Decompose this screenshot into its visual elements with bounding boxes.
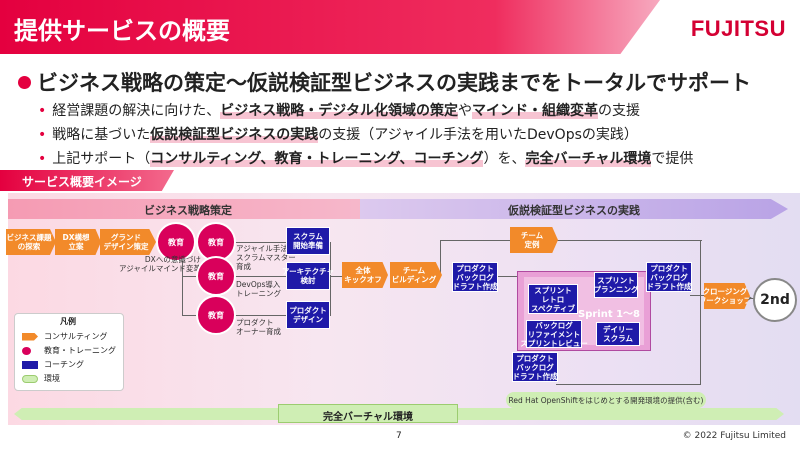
bullet-marker: • <box>38 151 47 167</box>
sprint-label: Sprint 1～8 <box>578 309 641 320</box>
education-swatch <box>22 346 31 355</box>
bullet-text: 経営課題の解決に向けた、 <box>52 103 221 119</box>
bullet-highlight: 完全バーチャル環境 <box>525 151 652 167</box>
education-circle: 教育 <box>196 256 236 296</box>
step-closing: クロージング ワークショップ <box>704 283 750 309</box>
connector <box>330 276 344 277</box>
bullet-text: や <box>458 103 472 119</box>
bullet-text: の支援（アジャイル手法を用いたDevOpsの実践） <box>318 127 638 143</box>
section-label: サービス概要イメージ <box>0 170 174 191</box>
step-scrum-prep: スクラム 開始準備 <box>286 227 330 255</box>
connector <box>182 276 196 277</box>
phase-practice: 仮説検証型ビジネスの実践 <box>360 199 788 219</box>
environment-note: Red Hat OpenShiftをはじめとする開発環境の提供(含む) <box>506 392 706 408</box>
phase-strategy: ビジネス戦略策定 <box>8 199 368 219</box>
bullet-text: ）を、 <box>483 151 526 167</box>
bullet-text: 戦略に基づいた <box>52 127 151 143</box>
bullet-marker: • <box>38 127 47 143</box>
legend-item: 環境 <box>22 373 60 384</box>
connector <box>700 240 701 385</box>
connector <box>440 240 510 241</box>
step-backlog-refinement: バックログ リファイメント スプリントレビュー <box>520 320 588 348</box>
legend-label: 教育・トレーニング <box>44 346 116 355</box>
education-note: DXへの意識づけ アジャイルマインド変革 <box>119 255 201 273</box>
connector <box>234 276 286 277</box>
headline: ビジネス戦略の策定～仮説検証型ビジネスの実践までをトータルでサポート <box>18 67 751 97</box>
bullet-2: • 戦略に基づいた仮説検証型ビジネスの実践の支援（アジャイル手法を用いたDevOp… <box>38 124 638 144</box>
second-phase-circle: 2nd <box>753 278 797 322</box>
coaching-swatch <box>22 360 38 369</box>
bullet-marker: • <box>38 103 47 119</box>
legend-title: 凡例 <box>60 317 76 326</box>
step-business-issue: ビジネス課題 の探索 <box>6 229 56 255</box>
bullet-highlight: ビジネス戦略・デジタル化領域の策定 <box>220 103 458 119</box>
environment-swatch <box>22 374 38 383</box>
legend-item: 教育・トレーニング <box>22 345 116 356</box>
page-title: 提供サービスの概要 <box>14 17 230 45</box>
bullet-text: 上記サポート（ <box>52 151 151 167</box>
education-note: プロダクト オーナー育成 <box>236 318 281 336</box>
step-product-design: プロダクト デザイン <box>286 301 330 329</box>
bullet-highlight: 仮説検証型ビジネスの実践 <box>150 127 319 143</box>
step-backlog-draft: プロダクト バックログ ドラフト作成 <box>512 352 558 382</box>
step-dx-plan: DX構想 立案 <box>55 229 101 255</box>
virtual-environment-label: 完全バーチャル環境 <box>278 404 458 423</box>
education-circle: 教育 <box>196 222 236 262</box>
copyright: © 2022 Fujitsu Limited <box>682 431 786 441</box>
education-note: DevOps導入 トレーニング <box>236 280 281 298</box>
step-sprint-planning: スプリント プランニング <box>594 272 639 298</box>
page-number: 7 <box>396 431 402 441</box>
step-backlog-draft: プロダクト バックログ ドラフト作成 <box>452 262 498 292</box>
connector <box>182 315 196 316</box>
step-sprint-retro: スプリント レトロ スペクティブ <box>528 284 578 314</box>
bullet-3: • 上記サポート（コンサルティング、教育・トレーニング、コーチング）を、完全バーチ… <box>38 148 693 168</box>
connector <box>234 315 286 316</box>
connector <box>182 242 183 316</box>
fujitsu-logo: FUJITSU <box>690 16 786 41</box>
education-circle: 教育 <box>156 222 196 262</box>
legend-label: コンサルティング <box>44 332 108 341</box>
legend-label: コーチング <box>44 360 84 369</box>
connector <box>556 384 701 385</box>
bullet-text: で提供 <box>651 151 694 167</box>
step-architecture: アーキテクチャ 検討 <box>282 262 334 290</box>
bullet-highlight: マインド・組織変革 <box>472 103 598 119</box>
bullet-highlight: コンサルティング、教育・トレーニング、コーチング <box>150 151 484 167</box>
step-team-building: チーム ビルディング <box>390 262 442 288</box>
legend-item: コンサルティング <box>22 331 108 342</box>
step-team-regular: チーム 定例 <box>510 227 558 253</box>
connector <box>234 242 286 243</box>
step-kickoff: 全体 キックオフ <box>342 262 388 288</box>
step-grand-design: グランド デザイン策定 <box>100 229 156 255</box>
education-circle: 教育 <box>196 295 236 335</box>
education-note: アジャイル手法 スクラムマスター 育成 <box>236 244 296 271</box>
connector <box>440 240 441 277</box>
bullet-text: の支援 <box>598 103 640 119</box>
consulting-swatch <box>22 332 38 341</box>
step-backlog-draft: プロダクト バックログ ドラフト作成 <box>646 262 692 292</box>
connector <box>556 240 702 241</box>
bullet-1: • 経営課題の解決に向けた、ビジネス戦略・デジタル化領域の策定やマインド・組織変革… <box>38 100 640 120</box>
legend-label: 環境 <box>44 374 60 383</box>
title-bar <box>0 0 660 54</box>
bullet-dot-icon <box>18 76 31 89</box>
diagram-area <box>8 193 800 425</box>
connector <box>690 295 706 296</box>
headline-text: ビジネス戦略の策定～仮説検証型ビジネスの実践までをトータルでサポート <box>37 71 751 95</box>
connector <box>330 242 331 316</box>
step-daily-scrum: デイリー スクラム <box>596 322 640 346</box>
legend-item: コーチング <box>22 359 84 370</box>
